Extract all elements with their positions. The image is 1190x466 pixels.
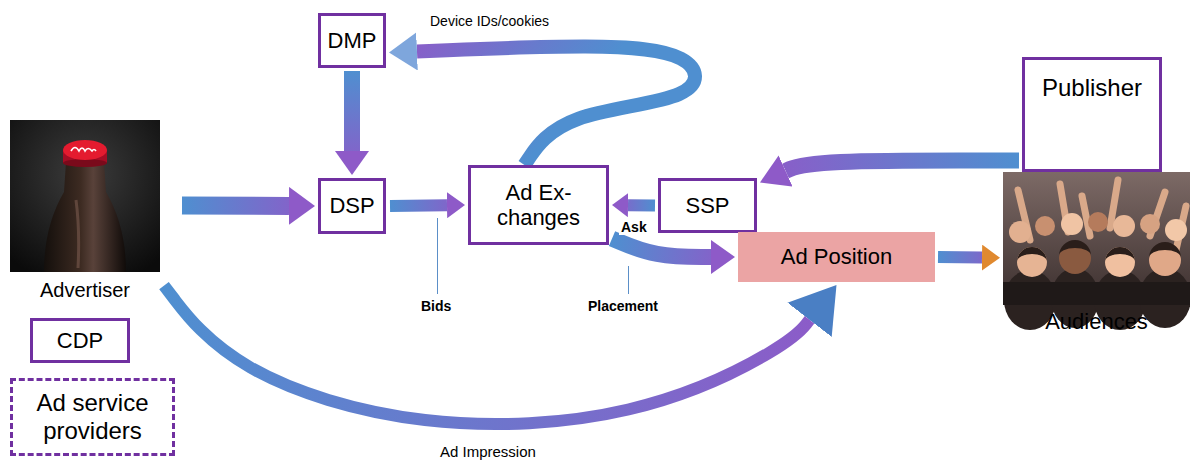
node-text: Audiences xyxy=(1045,309,1148,334)
edge-label: Ad Impression xyxy=(438,443,538,460)
edge-label: Device IDs/cookies xyxy=(428,13,551,29)
audience-photo xyxy=(1003,172,1190,330)
flow-arrow xyxy=(417,47,695,165)
node-text: Ad service providers xyxy=(21,389,164,444)
flow-arrow xyxy=(390,199,447,212)
flow-arrow xyxy=(182,197,289,215)
edge-label: Placement xyxy=(586,298,660,314)
node-text: Publisher xyxy=(1042,74,1142,102)
node-text: Advertiser xyxy=(40,279,130,302)
photo-node: Audiences xyxy=(1003,172,1190,334)
node-text: Ad Ex- changes xyxy=(477,180,600,231)
flow-arrow xyxy=(938,251,982,264)
provider-box: Ad service providers xyxy=(10,378,175,456)
edge-label: Ask xyxy=(619,219,649,235)
node-text: SSP xyxy=(685,193,729,218)
node-text: DMP xyxy=(328,28,377,53)
node-text: DSP xyxy=(329,193,374,218)
node-text: Ad Position xyxy=(781,244,892,269)
exchange-box: Ad Ex- changes xyxy=(468,165,609,245)
photo-node: Advertiser xyxy=(10,120,160,302)
publisher-box: Publisher xyxy=(1022,57,1162,172)
flow-arrow xyxy=(786,160,1019,171)
flow-arrow xyxy=(612,239,711,257)
platform-box: DSP xyxy=(318,178,386,234)
advertiser-photo xyxy=(10,120,160,272)
flow-arrow xyxy=(628,199,655,211)
platform-box: CDP xyxy=(30,318,130,363)
flow-arrow xyxy=(344,71,360,151)
platform-box: SSP xyxy=(658,178,757,233)
edge-label: Bids xyxy=(419,298,453,314)
ad-position-box: Ad Position xyxy=(738,232,935,282)
flow-arrow xyxy=(164,286,810,424)
node-text: CDP xyxy=(57,328,103,353)
platform-box: DMP xyxy=(318,13,386,68)
